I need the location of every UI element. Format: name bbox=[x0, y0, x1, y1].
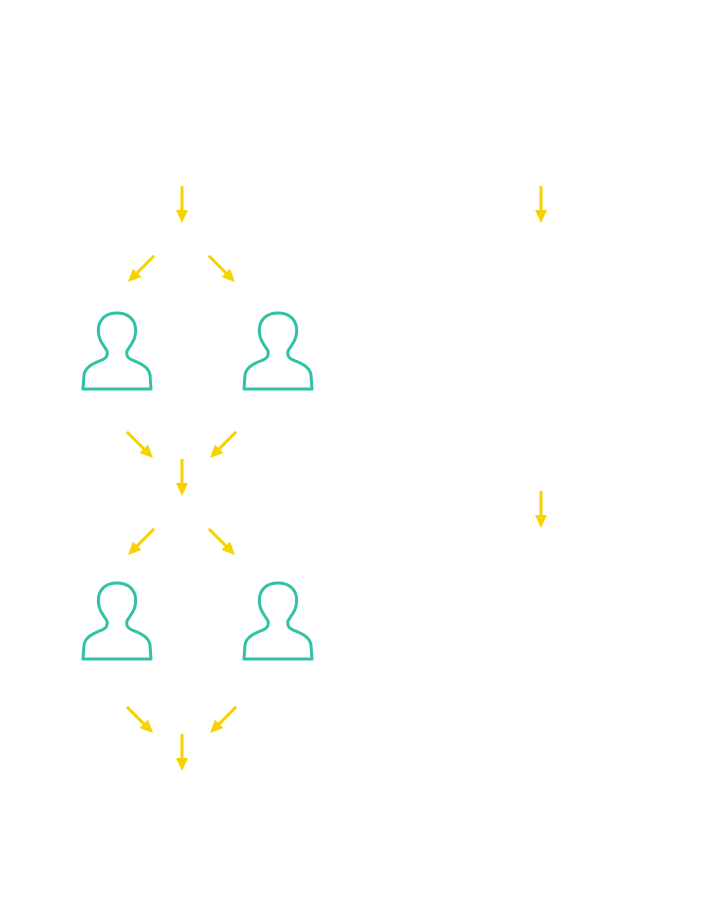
arrow-split-left-2 bbox=[122, 523, 160, 561]
arrow-down-top-left bbox=[174, 184, 190, 225]
person-icon bbox=[242, 581, 314, 661]
arrow-merge-left-1 bbox=[121, 426, 159, 464]
arrow-merge-right-2 bbox=[204, 701, 242, 739]
person-icon bbox=[81, 311, 153, 391]
person-icon bbox=[242, 311, 314, 391]
arrow-split-left-1 bbox=[122, 250, 160, 288]
arrow-down-bottom-left bbox=[174, 732, 190, 773]
arrow-merge-left-2 bbox=[121, 701, 159, 739]
arrow-down-top-right bbox=[533, 184, 549, 225]
arrow-merge-right-1 bbox=[204, 426, 242, 464]
arrow-down-middle-right bbox=[533, 489, 549, 530]
arrow-split-right-1 bbox=[203, 250, 241, 288]
arrow-down-middle-left bbox=[174, 457, 190, 498]
person-icon bbox=[81, 581, 153, 661]
arrow-split-right-2 bbox=[203, 523, 241, 561]
